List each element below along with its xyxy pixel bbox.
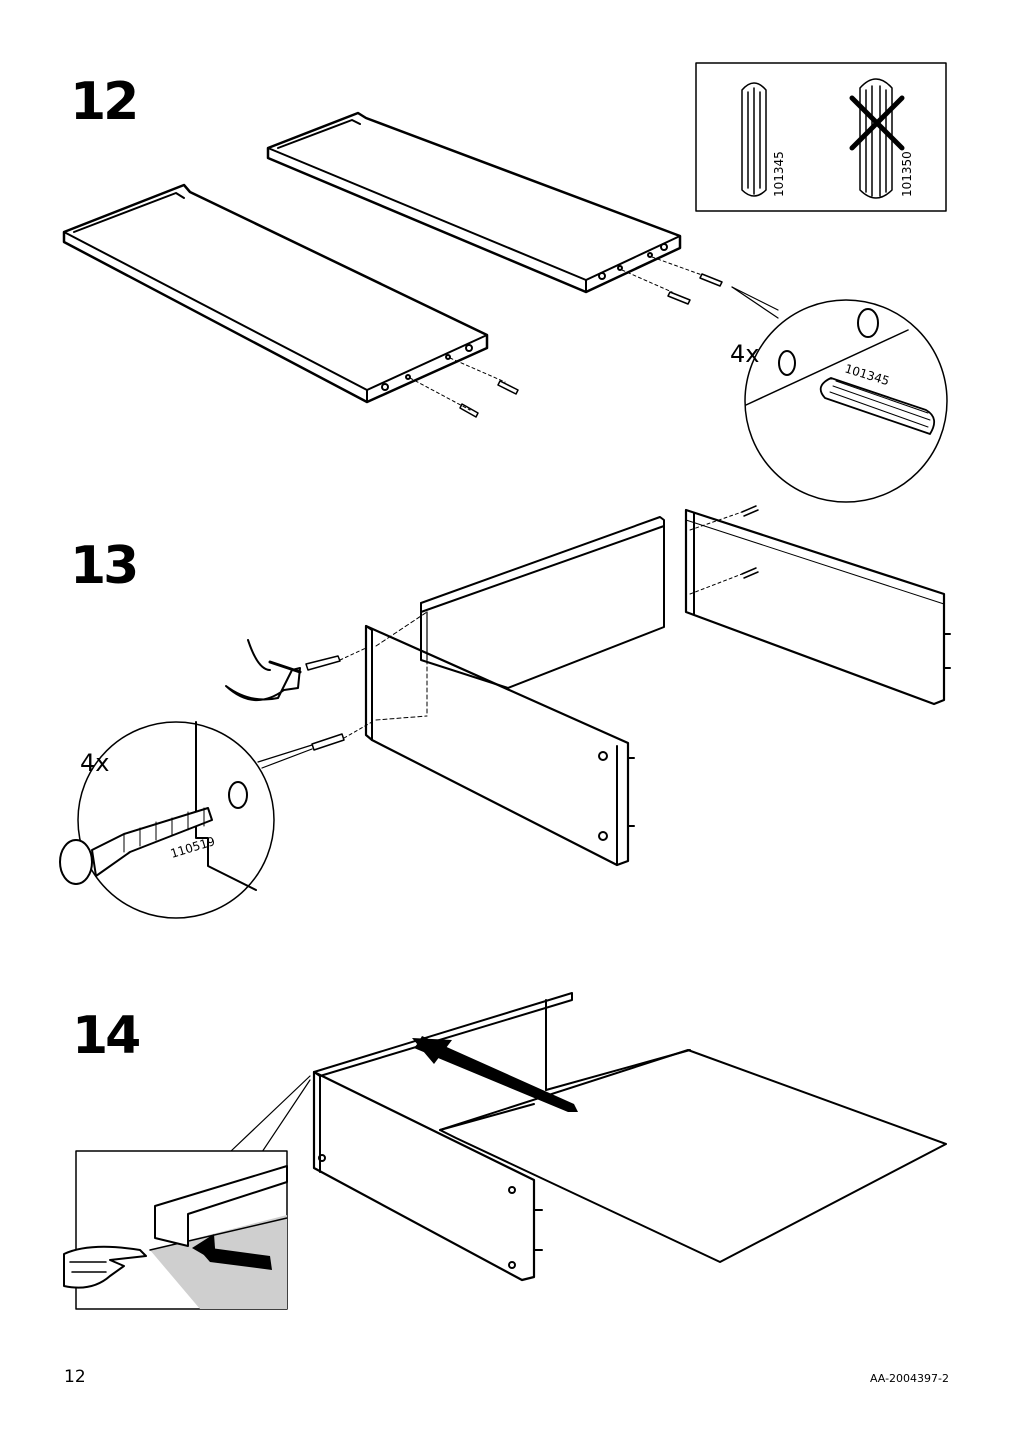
pointing-hand-icon [63, 1245, 147, 1289]
shelf-panel-right [266, 111, 723, 305]
back-panel [420, 516, 665, 689]
side-panel-left [364, 611, 635, 867]
dowel-reference-box [695, 62, 947, 212]
bottom-board [439, 1049, 947, 1263]
side-panel-right [684, 505, 951, 706]
document-code: AA-2004397-2 [869, 1372, 949, 1385]
page-number: 12 [64, 1367, 86, 1387]
shelf-panel-left [62, 183, 519, 418]
drawer-frame [312, 992, 573, 1282]
screw-quantity: 4x [80, 749, 109, 777]
step-number-14: 14 [72, 1006, 141, 1066]
dowel-quantity: 4x [730, 340, 759, 368]
step-number-13: 13 [70, 536, 139, 596]
dowel-101345-icon [741, 82, 767, 197]
screw-detail-zoom [59, 721, 313, 919]
dowel-ok-part-number: 101345 [772, 151, 786, 197]
dowel-wrong-part-number: 101350 [900, 151, 914, 197]
screw-top-icon [305, 647, 367, 671]
step-number-12: 12 [70, 72, 139, 132]
dowel-detail-zoom [731, 286, 948, 503]
push-direction-arrow-icon [414, 1036, 578, 1112]
hammer-icon [225, 639, 302, 702]
screw-bottom-icon [311, 721, 373, 751]
groove-detail-box [75, 1075, 311, 1310]
dowel-101350-crossed-icon [849, 78, 905, 199]
